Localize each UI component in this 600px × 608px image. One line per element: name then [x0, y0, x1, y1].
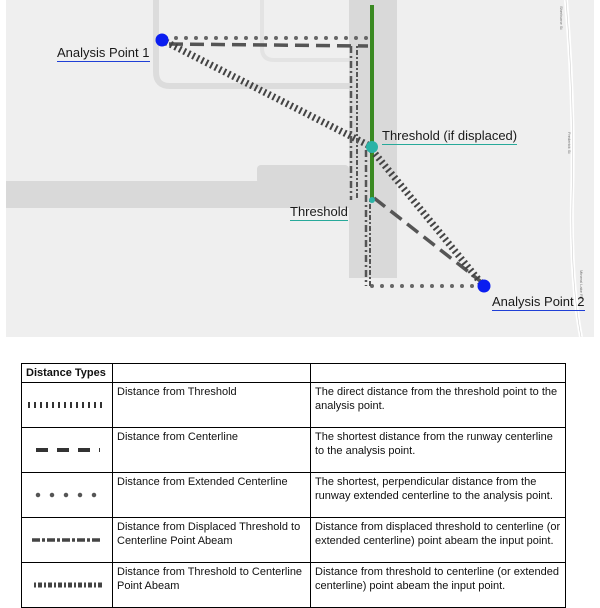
extended-centerline-distance	[164, 36, 484, 288]
road-edge	[565, 0, 582, 337]
legend-description: The direct distance from the threshold p…	[310, 382, 566, 428]
legend-row: Distance from Extended Centerline The sh…	[21, 472, 566, 518]
legend-type-label: Distance from Threshold to Centerline Po…	[112, 562, 311, 608]
road-label-frederick: Frederick St	[567, 132, 572, 154]
airport-map: Sherburne St Frederick St Mineral Lake R…	[6, 0, 594, 337]
centerline-distance-icon	[21, 427, 113, 473]
threshold-distance-icon	[21, 382, 113, 428]
legend-row: Distance from Displaced Threshold to Cen…	[21, 517, 566, 563]
analysis-point-2-label: Analysis Point 2	[492, 294, 585, 311]
legend-type-label: Distance from Centerline	[112, 427, 311, 473]
extended-centerline-distance-icon	[21, 472, 113, 518]
apron-edge	[153, 0, 349, 89]
analysis-point-1-marker[interactable]	[155, 33, 169, 47]
threshold-marker[interactable]	[369, 197, 375, 203]
analysis-point-2-marker[interactable]	[477, 279, 491, 293]
road-label-sherburne: Sherburne St	[559, 6, 564, 30]
legend-type-label: Distance from Extended Centerline	[112, 472, 311, 518]
distance-types-legend: Distance Types Distance from Threshold T…	[21, 363, 566, 608]
apron-inner-edge	[260, 0, 349, 62]
displaced-threshold-abeam	[349, 46, 368, 286]
analysis-point-1-label: Analysis Point 1	[57, 45, 150, 62]
taxiway-connector	[257, 165, 349, 184]
threshold-abeam-icon	[21, 562, 113, 608]
legend-description: Distance from threshold to centerline (o…	[310, 562, 566, 608]
legend-row: Distance from Threshold The direct dista…	[21, 382, 566, 428]
legend-header-description	[310, 363, 566, 383]
threshold-distance	[164, 38, 485, 287]
legend-header-row: Distance Types	[21, 363, 566, 383]
taxiway-horizontal	[6, 181, 349, 208]
legend-description: The shortest, perpendicular distance fro…	[310, 472, 566, 518]
centerline-distance	[168, 42, 486, 286]
legend-type-label: Distance from Threshold	[112, 382, 311, 428]
displaced-threshold-marker[interactable]	[366, 141, 378, 153]
legend-row: Distance from Threshold to Centerline Po…	[21, 562, 566, 608]
legend-row: Distance from Centerline The shortest di…	[21, 427, 566, 473]
legend-description: Distance from displaced threshold to cen…	[310, 517, 566, 563]
threshold-label: Threshold	[290, 204, 348, 221]
threshold-displaced-label: Threshold (if displaced)	[382, 128, 518, 145]
legend-description: The shortest distance from the runway ce…	[310, 427, 566, 473]
map-canvas	[6, 0, 583, 337]
threshold-abeam	[356, 46, 371, 286]
legend-header-type	[112, 363, 311, 383]
displaced-threshold-abeam-icon	[21, 517, 113, 563]
legend-type-label: Distance from Displaced Threshold to Cen…	[112, 517, 311, 563]
pavement	[6, 0, 397, 278]
legend-header-distance-types: Distance Types	[21, 363, 113, 383]
